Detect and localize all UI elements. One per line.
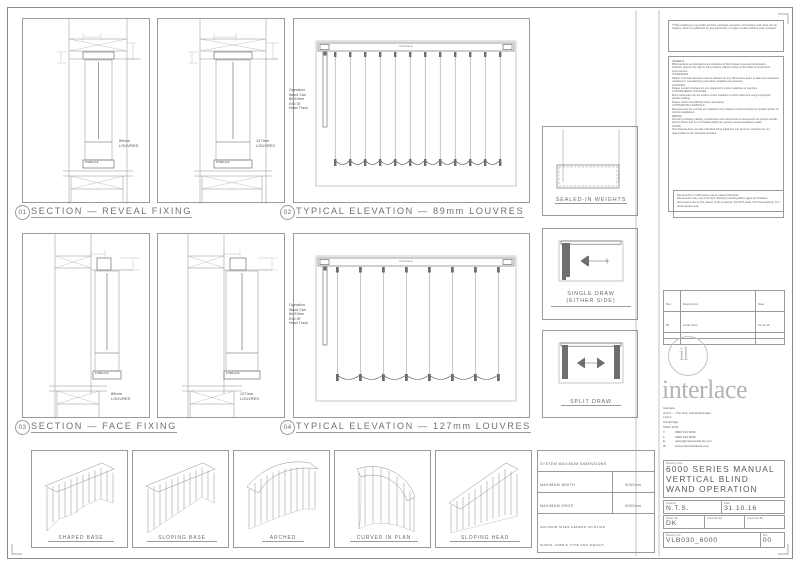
drawing-bubble-04: 04	[280, 420, 295, 435]
spec-table-header: SYSTEM MAXIMUM DIMENSIONS	[540, 462, 607, 466]
contact-value-tel: 0800 619 6093	[675, 430, 696, 434]
revision-cell-date: 31.10.16	[757, 323, 770, 327]
spec-row-value-width: 5000mm	[625, 483, 642, 487]
title-block-value-drawn-by: DK	[666, 520, 678, 527]
table-row	[663, 338, 786, 345]
revision-table: Rev Description Date 00 initial issue 31…	[663, 290, 786, 345]
revision-header-description: Description	[682, 302, 699, 306]
logo-wordmark: interlace	[662, 375, 748, 404]
dimension-note: Dimensions in millimetres unless stated …	[673, 190, 784, 218]
revision-cell-rev: 00	[666, 323, 670, 327]
company-address: Interlace Unit 6 — The Grip Industrial E…	[663, 406, 711, 429]
title-block-label-scale: Scale(s)	[666, 502, 677, 505]
shape-label-sloping-head: SLOPING HEAD	[450, 535, 520, 542]
panel-section-face-127: 127mm LOUVRES INTERLACE	[157, 233, 285, 419]
drawing-bubble-01: 01	[15, 205, 30, 220]
general-notes: GENERAL Blind sections and elevations ar…	[668, 56, 784, 212]
contact-key-fax: F	[663, 434, 665, 439]
revision-header-date: Date	[757, 302, 765, 306]
title-block-value-rev: 00	[762, 537, 772, 544]
drawing-title-04: TYPICAL ELEVATION — 127mm LOUVRES	[296, 421, 531, 433]
panel-section-reveal-89: 89mm LOUVRES INTERLACE	[22, 18, 150, 204]
panel-elevation-89: interlace	[293, 18, 530, 203]
logo-monogram: il	[679, 344, 689, 365]
drawing-title-03: SECTION — FACE FIXING	[31, 421, 177, 433]
contact-value-email[interactable]: sales@interlaceblinds.com	[675, 439, 712, 444]
louvre-size-label-89a: 89mm LOUVRES	[119, 139, 139, 149]
panel-elevation-127: interlace	[293, 233, 530, 418]
contact-value-web[interactable]: www.interlaceblinds.com	[675, 443, 709, 448]
panel-shape-arched: ARCHED	[233, 450, 330, 548]
shape-label-curved-in-plan: CURVED IN PLAN	[350, 535, 418, 542]
company-contacts: T 0800 619 6093 F 0800 619 6098 E sales@…	[663, 430, 783, 449]
logo-ring	[668, 336, 708, 376]
panel-shape-sloping-head: SLOPING HEAD	[435, 450, 532, 548]
title-block-value-drawing-no: VLB030_6000	[666, 537, 718, 544]
title-block-value-date: 31.10.16	[724, 505, 757, 512]
title-block-label-rev: Rev	[762, 534, 768, 537]
panel-sealed-in-weights: SEALED-IN WEIGHTS	[542, 126, 638, 216]
drawing-title-01: SECTION — REVEAL FIXING	[31, 206, 193, 218]
spec-table-footnote: MAXIMUM SIZES DEPEND ON BLIND SHAPE, FAB…	[540, 525, 606, 547]
panel-split-draw: SPLIT DRAW	[542, 330, 638, 418]
weight-tag-label-01b: INTERLACE	[216, 161, 230, 164]
headrail-brand-label-02: interlace	[399, 44, 414, 48]
detail-label-split-draw: SPLIT DRAW	[561, 399, 621, 406]
copyright-note: ©This drawing is copyright and the exclu…	[668, 20, 784, 52]
spec-row-label-width: MAXIMUM WIDTH	[540, 483, 576, 487]
title-block-drawing-no: Drawing No VLB030_6000 Rev 00	[663, 532, 786, 548]
title-block-signoff: Drawn By DK Checked By Approved By	[662, 515, 785, 529]
louvre-size-label-127b: 127mm LOUVRES	[240, 392, 260, 402]
spec-row-label-drop: MAXIMUM DROP	[540, 504, 574, 508]
table-row: 00 initial issue 31.10.16	[663, 311, 786, 333]
drawing-bubble-03: 03	[15, 420, 30, 435]
title-block-value-drawing-title: 6000 SERIES MANUAL VERTICAL BLIND WAND O…	[666, 464, 775, 494]
contact-key-tel: T	[663, 430, 665, 434]
drawing-title-02: TYPICAL ELEVATION — 89mm LOUVRES	[296, 206, 525, 218]
detail-label-sealed-in-weights: SEALED-IN WEIGHTS	[555, 197, 627, 204]
louvre-size-label-127a: 127mm LOUVRES	[256, 139, 276, 149]
shape-label-sloping-base: SLOPING BASE	[147, 535, 217, 542]
louvre-size-label-89b: 89mm LOUVRES	[111, 392, 131, 402]
title-block-label-drawing-title: Drawing Title	[666, 462, 683, 465]
title-block-label-approved-by: Approved By	[747, 517, 763, 520]
title-block-label-drawn-by: Drawn By	[666, 517, 679, 520]
contact-key-web: W	[663, 443, 666, 448]
title-block-value-scale: N.T.S.	[666, 505, 690, 512]
title-block-scale-date: Scale(s) N.T.S. Date 31.10.16	[662, 500, 785, 514]
panel-section-face-89: 89mm LOUVRES INTERLACE	[22, 233, 150, 419]
shape-label-shaped-base: SHAPED BASE	[48, 535, 114, 542]
panel-shape-shaped-base: SHAPED BASE	[31, 450, 128, 548]
contact-key-email: E	[663, 439, 666, 444]
weight-tag-label-01: INTERLACE	[85, 161, 99, 164]
spec-row-value-drop: 5000mm	[625, 504, 642, 508]
sheet-border	[7, 7, 793, 559]
title-block-label-checked-by: Checked By	[707, 517, 723, 520]
panel-section-reveal-127: 127mm LOUVRES INTERLACE	[157, 18, 285, 204]
panel-single-draw: SINGLE DRAW (EITHER SIDE)	[542, 228, 638, 320]
title-block-drawing-title: Drawing Title 6000 SERIES MANUAL VERTICA…	[663, 460, 785, 498]
weight-tag-label-03b: INTERLACE	[226, 372, 240, 375]
weight-tag-label-03: INTERLACE	[95, 372, 109, 375]
detail-label-single-draw: SINGLE DRAW (EITHER SIDE)	[551, 291, 631, 307]
operation-wand-note-02: Operation Wand Can Be Either End Of Head…	[289, 88, 308, 111]
shape-label-arched: ARCHED	[262, 535, 304, 542]
panel-shape-curved-in-plan: CURVED IN PLAN	[334, 450, 431, 548]
contact-value-fax: 0800 619 6098	[675, 434, 696, 439]
headrail-brand-label-04: interlace	[399, 259, 414, 263]
revision-header-rev: Rev	[666, 302, 672, 306]
spec-table: SYSTEM MAXIMUM DIMENSIONS MAXIMUM WIDTH …	[537, 450, 656, 553]
operation-wand-note-04: Operation Wand Can Be Either End Of Head…	[289, 303, 308, 326]
panel-shape-sloping-base: SLOPING BASE	[132, 450, 229, 548]
title-block-label-date: Date	[724, 502, 730, 505]
revision-cell-description: initial issue	[682, 323, 698, 327]
drawing-bubble-02: 02	[280, 205, 295, 220]
title-block-label-drawing-no: Drawing No	[666, 534, 681, 537]
